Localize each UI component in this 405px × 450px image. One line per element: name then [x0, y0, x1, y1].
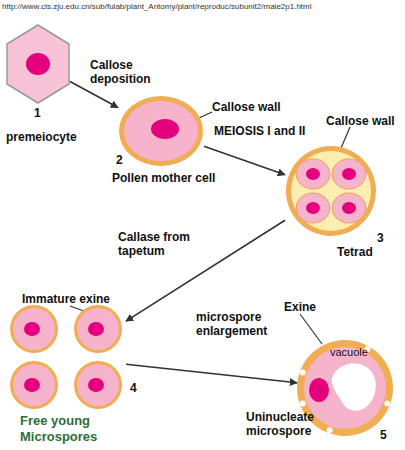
callout-number: 4: [130, 381, 137, 395]
process-arrow: [126, 364, 297, 383]
cell-shape: [118, 95, 204, 167]
tetrad-matrix: [291, 151, 371, 231]
callout-number: 5: [380, 428, 387, 442]
nucleus: [306, 202, 320, 214]
callout-number: 1: [34, 106, 41, 120]
cell-node: 3Tetrad: [285, 145, 377, 237]
cytoplasm: [77, 364, 119, 406]
leader-line: [300, 314, 322, 344]
edge-label: Callase from tapetum: [118, 230, 204, 258]
cell-outline: [7, 25, 69, 103]
cytoplasm: [77, 308, 119, 350]
immature-exine: [10, 361, 58, 409]
exine-pore: [300, 400, 306, 406]
part-label: Callose wall: [326, 114, 395, 128]
leader-line: [199, 112, 212, 118]
edge-label: microspore enlargement: [196, 310, 292, 338]
vacuole-shape: [332, 363, 376, 411]
stage-name: Tetrad: [337, 245, 373, 259]
edge-label: MEIOSIS I and II: [214, 124, 305, 138]
cell-shape: [285, 145, 377, 237]
nucleus: [309, 378, 329, 402]
daughter-cell: [296, 193, 330, 223]
callout-number: 2: [116, 153, 123, 167]
stage-name: Free young Microspores: [20, 413, 110, 445]
immature-exine: [10, 305, 58, 353]
part-label: Callose wall: [212, 100, 281, 114]
nucleus: [151, 119, 179, 139]
nucleus: [88, 378, 104, 392]
cytoplasm: [304, 347, 386, 429]
stage-name: Uninucleate microspore: [246, 410, 326, 438]
nucleus: [342, 202, 356, 214]
callose-wall: [286, 146, 376, 236]
process-arrow: [126, 220, 285, 321]
exine-pore: [384, 400, 390, 406]
nucleus: [306, 168, 320, 180]
callose-wall: [119, 96, 203, 166]
cell-node: 2Pollen mother cell: [118, 95, 204, 167]
exine-pore: [365, 346, 371, 352]
part-label: Immature exine: [22, 292, 110, 306]
cell-shape: [6, 24, 70, 104]
daughter-cell: [332, 193, 366, 223]
source-url: http://www.cls.zju.edu.cn/sub/fulab/plan…: [2, 2, 312, 12]
part-label: Exine: [284, 300, 316, 314]
nucleus: [26, 53, 50, 75]
nucleus: [342, 168, 356, 180]
edge-label: Callose deposition: [90, 58, 170, 86]
cell-node: 1premeiocyte: [6, 24, 70, 104]
callout-number: 3: [377, 231, 384, 245]
cell-node: 4Free young Microspores: [10, 305, 126, 411]
exine-pore: [300, 370, 306, 376]
cytoplasm: [13, 308, 55, 350]
process-arrow: [70, 81, 118, 107]
cell-shape: [10, 305, 126, 411]
nucleus: [24, 322, 40, 336]
cytoplasm: [124, 101, 198, 161]
stage-name: Pollen mother cell: [112, 171, 215, 185]
daughter-cell: [296, 159, 330, 189]
cytoplasm: [13, 364, 55, 406]
immature-exine: [74, 305, 122, 353]
nucleus: [88, 322, 104, 336]
daughter-cell: [332, 159, 366, 189]
process-arrow: [204, 146, 285, 175]
exine-pore: [327, 427, 333, 433]
part-label: vacuole: [330, 346, 368, 359]
nucleus: [24, 378, 40, 392]
immature-exine: [74, 361, 122, 409]
stage-name: premeiocyte: [6, 130, 77, 144]
cell-node: 5Uninucleate microspore: [297, 340, 393, 436]
